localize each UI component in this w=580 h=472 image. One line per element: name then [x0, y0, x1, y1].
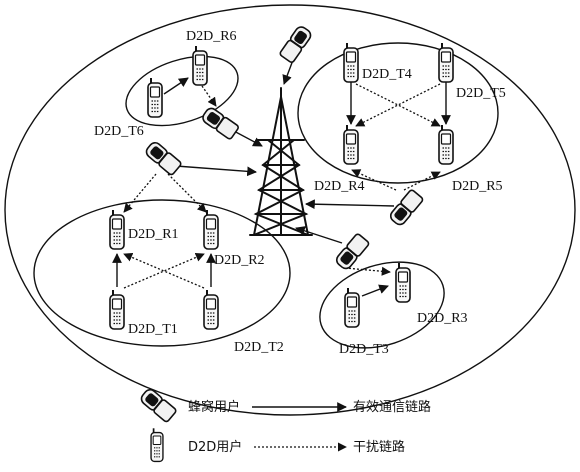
effective-link	[164, 78, 188, 94]
label-d2d-r1: D2D_R1	[128, 227, 179, 242]
d2d-phone-icon-t4	[344, 43, 358, 82]
cellular-phone-icon	[334, 233, 369, 271]
interference-link	[404, 172, 440, 190]
base-station-tower-icon	[250, 88, 312, 235]
label-d2d-t5: D2D_T5	[456, 86, 506, 101]
legend-cellular-phone-icon	[139, 387, 177, 422]
label-d2d-t1: D2D_T1	[128, 322, 178, 337]
effective-link	[362, 286, 388, 296]
label-d2d-t4: D2D_T4	[362, 67, 412, 82]
cellular-phone-icon	[388, 189, 423, 227]
d2d-phone-icon-t2	[204, 290, 218, 329]
label-d2d-r2: D2D_R2	[214, 253, 265, 268]
interference-link	[345, 268, 390, 272]
d2d-phone-icon-r5	[439, 125, 453, 164]
label-d2d-r3: D2D_R3	[417, 311, 468, 326]
legend-interference-link-label: 干扰链路	[353, 439, 405, 455]
d2d-phone-icon-t1	[110, 290, 124, 329]
d2d-phone-icon-r4	[344, 125, 358, 164]
interference-link	[124, 174, 156, 212]
cluster-4-5-ellipse	[298, 43, 498, 183]
legend: 蜂窝用户 有效通信链路 D2D用户 干扰链路	[139, 387, 431, 461]
d2d-phone-icon-t6	[148, 78, 162, 117]
legend-effective-link-label: 有效通信链路	[353, 399, 431, 415]
interference-link	[356, 84, 440, 126]
d2d-phone-icon-r6	[193, 46, 207, 85]
interference-link	[168, 174, 206, 212]
legend-d2d-phone-icon	[151, 428, 163, 461]
label-d2d-r6: D2D_R6	[186, 29, 237, 44]
d2d-phone-icon-r1	[110, 210, 124, 249]
label-d2d-r5: D2D_R5	[452, 179, 503, 194]
effective-link	[176, 166, 256, 172]
legend-d2d-user-label: D2D用户	[188, 439, 242, 455]
label-d2d-r4: D2D_R4	[314, 179, 365, 194]
d2d-phone-icon-r3	[396, 263, 410, 302]
effective-link	[306, 204, 394, 206]
cellular-phone-icon	[201, 106, 240, 140]
d2d-phone-icon-r2	[204, 210, 218, 249]
legend-cellular-user-label: 蜂窝用户	[188, 399, 240, 415]
cellular-phone-icon	[144, 140, 182, 175]
label-d2d-t6: D2D_T6	[94, 124, 144, 139]
interference-link	[202, 86, 216, 106]
d2d-phone-icon-t5	[439, 43, 453, 82]
interference-link	[356, 84, 440, 126]
cellular-phone-icon	[279, 25, 313, 64]
effective-link	[232, 130, 262, 146]
label-d2d-t2: D2D_T2	[234, 340, 284, 355]
d2d-phone-icon-t3	[345, 288, 359, 327]
label-d2d-t3: D2D_T3	[339, 342, 389, 357]
